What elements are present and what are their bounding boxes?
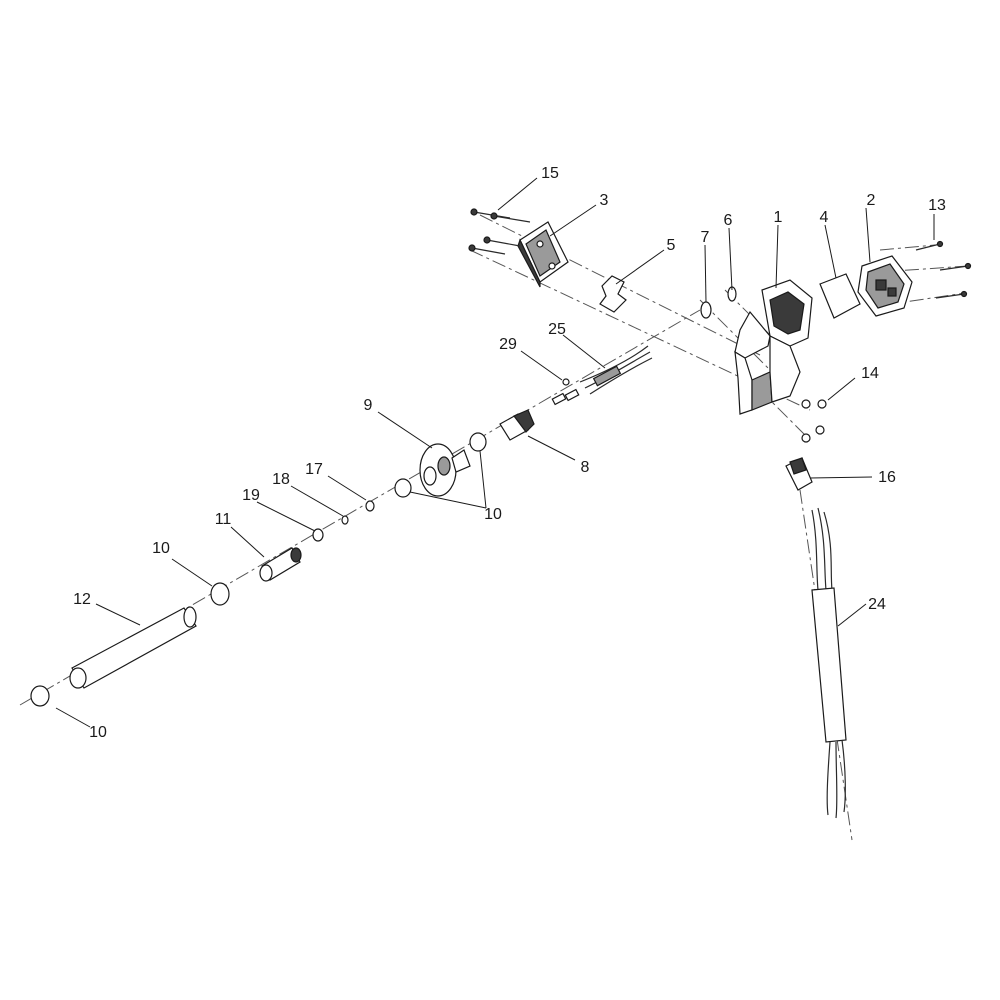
callout-7: 7 <box>701 229 710 246</box>
callout-14: 14 <box>861 365 879 382</box>
part-9-flange <box>419 443 471 497</box>
callout-18: 18 <box>272 471 290 488</box>
callout-13: 13 <box>928 197 946 214</box>
callout-10-end-bushing: 10 <box>89 724 107 741</box>
part-14-nuts <box>801 399 827 443</box>
part-12-tube <box>69 606 197 689</box>
part-29-terminals <box>551 378 580 406</box>
assembly-axes <box>19 214 969 841</box>
callout-6: 6 <box>724 212 733 229</box>
part-10-bushings <box>30 432 487 707</box>
callout-17: 17 <box>305 461 323 478</box>
callout-19: 19 <box>242 487 260 504</box>
part-11-connector <box>259 547 302 582</box>
callout-5: 5 <box>667 237 676 254</box>
part-17-ring <box>365 500 375 512</box>
callout-10-tube-bushing: 10 <box>152 540 170 557</box>
callout-25: 25 <box>548 321 566 338</box>
part-5-clip <box>599 275 627 313</box>
part-24-cable <box>811 507 847 819</box>
callout-labels: 1 2 3 4 5 6 7 8 9 10 10 10 11 12 13 14 1… <box>73 165 946 741</box>
callout-4: 4 <box>820 209 829 226</box>
part-3-clamp-block <box>517 221 569 288</box>
callout-8: 8 <box>581 459 590 476</box>
part-18-ring <box>341 515 349 525</box>
part-2-switch-module <box>857 255 913 317</box>
callout-11: 11 <box>215 511 232 528</box>
callout-2: 2 <box>867 192 876 209</box>
part-25-wire-harness <box>579 345 653 395</box>
callout-9: 9 <box>364 397 373 414</box>
part-7-ring <box>700 301 712 319</box>
part-4-gasket <box>819 273 861 319</box>
callout-3: 3 <box>600 192 609 209</box>
part-8-fitting <box>499 409 535 441</box>
part-19-ring <box>312 528 324 542</box>
part-1-handle-housing <box>734 279 813 415</box>
callout-29: 29 <box>499 336 517 353</box>
callout-1: 1 <box>774 209 783 226</box>
part-16-grommet <box>785 457 813 491</box>
leader-lines <box>55 177 935 728</box>
part-13-screws <box>915 240 972 299</box>
callout-24: 24 <box>868 596 886 613</box>
callout-10-flange-bushings: 10 <box>484 506 502 523</box>
part-15-screws <box>468 208 531 255</box>
callout-16: 16 <box>878 469 896 486</box>
callout-15: 15 <box>541 165 559 182</box>
callout-12: 12 <box>73 591 91 608</box>
